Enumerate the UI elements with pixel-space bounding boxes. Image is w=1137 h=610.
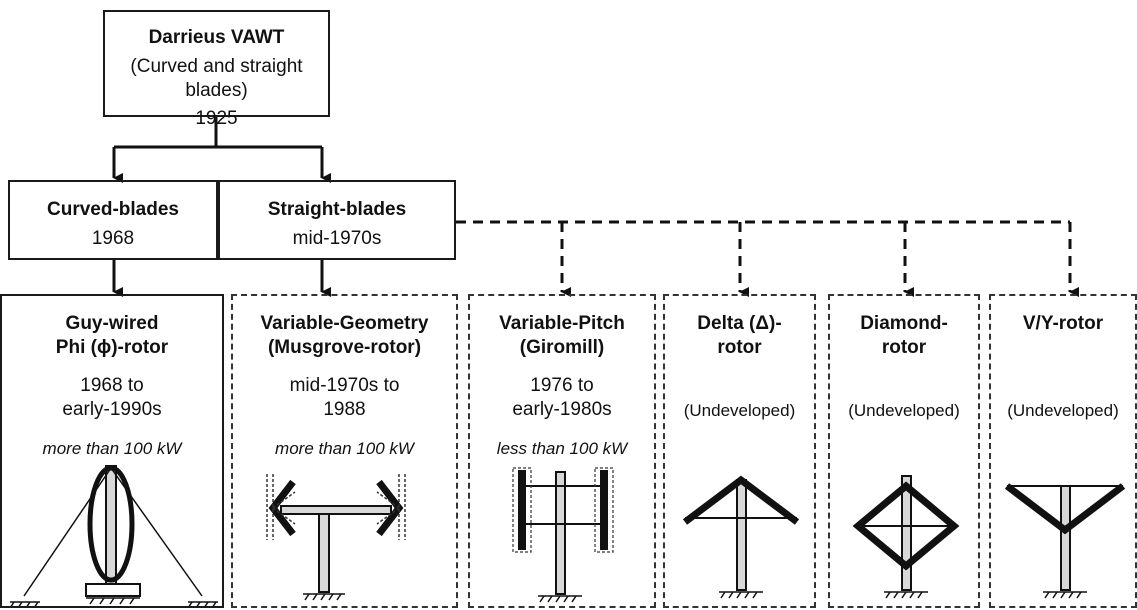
vy-rotor-title: V/Y-rotor bbox=[1022, 313, 1104, 334]
giromill-rotor-power: less than 100 kW bbox=[496, 439, 628, 458]
musgrove-rotor-power: more than 100 kW bbox=[275, 439, 414, 458]
musgrove-rotor-drawing bbox=[266, 474, 406, 601]
phi-rotor-drawing bbox=[10, 465, 218, 606]
curved-blades-title: Curved-blades bbox=[47, 199, 179, 220]
curved-blades-box: Curved-blades 1968 bbox=[8, 180, 218, 260]
vy-rotor-status: (Undeveloped) bbox=[1007, 401, 1119, 420]
giromill-rotor-title-2: (Giromill) bbox=[519, 337, 605, 358]
vy-rotor-box: V/Y-rotor (Undeveloped) bbox=[989, 294, 1137, 608]
musgrove-rotor-period-1: mid-1970s to bbox=[289, 375, 400, 396]
vy-rotor-drawing bbox=[1004, 483, 1126, 599]
delta-rotor-drawing bbox=[682, 475, 800, 599]
giromill-rotor-drawing bbox=[512, 467, 614, 603]
diamond-rotor-title-2: rotor bbox=[881, 337, 927, 358]
phi-rotor-title-1: Guy-wired bbox=[65, 313, 159, 334]
delta-rotor-box: Delta (Δ)- rotor (Undeveloped) bbox=[663, 294, 816, 608]
root-box: Darrieus VAWT (Curved and straight blade… bbox=[103, 10, 330, 129]
diamond-rotor-drawing bbox=[852, 475, 960, 599]
giromill-rotor-period-2: early-1980s bbox=[512, 399, 612, 420]
delta-rotor-status: (Undeveloped) bbox=[683, 401, 796, 420]
delta-rotor-title-2: rotor bbox=[717, 337, 762, 358]
phi-rotor-period-1: 1968 to bbox=[80, 375, 144, 396]
giromill-rotor-period-1: 1976 to bbox=[530, 375, 594, 396]
diamond-rotor-title-1: Diamond- bbox=[860, 313, 948, 334]
giromill-rotor-title-1: Variable-Pitch bbox=[499, 313, 625, 334]
curved-blades-year: 1968 bbox=[91, 228, 135, 249]
straight-blades-box: Straight-blades mid-1970s bbox=[218, 180, 456, 260]
root-subtitle: (Curved and straight blades) bbox=[130, 56, 303, 101]
straight-blades-year: mid-1970s bbox=[292, 228, 382, 249]
phi-rotor-power: more than 100 kW bbox=[42, 439, 182, 458]
musgrove-rotor-title-1: Variable-Geometry bbox=[260, 313, 429, 334]
musgrove-rotor-box: Variable-Geometry (Musgrove-rotor) mid-1… bbox=[231, 294, 458, 608]
diamond-rotor-status: (Undeveloped) bbox=[848, 401, 960, 420]
root-year: 1925 bbox=[195, 108, 238, 129]
diamond-rotor-box: Diamond- rotor (Undeveloped) bbox=[828, 294, 980, 608]
phi-rotor-box: Guy-wired Phi (ϕ)-rotor 1968 to early-19… bbox=[0, 294, 224, 608]
straight-blades-title: Straight-blades bbox=[267, 199, 407, 220]
phi-rotor-period-2: early-1990s bbox=[62, 399, 162, 420]
root-title: Darrieus VAWT bbox=[148, 27, 285, 48]
phi-rotor-title-2: Phi (ϕ)-rotor bbox=[55, 337, 169, 358]
delta-rotor-title-1: Delta (Δ)- bbox=[697, 313, 782, 334]
giromill-rotor-box: Variable-Pitch (Giromill) 1976 to early-… bbox=[468, 294, 656, 608]
musgrove-rotor-period-2: 1988 bbox=[323, 399, 366, 420]
musgrove-rotor-title-2: (Musgrove-rotor) bbox=[267, 337, 422, 358]
